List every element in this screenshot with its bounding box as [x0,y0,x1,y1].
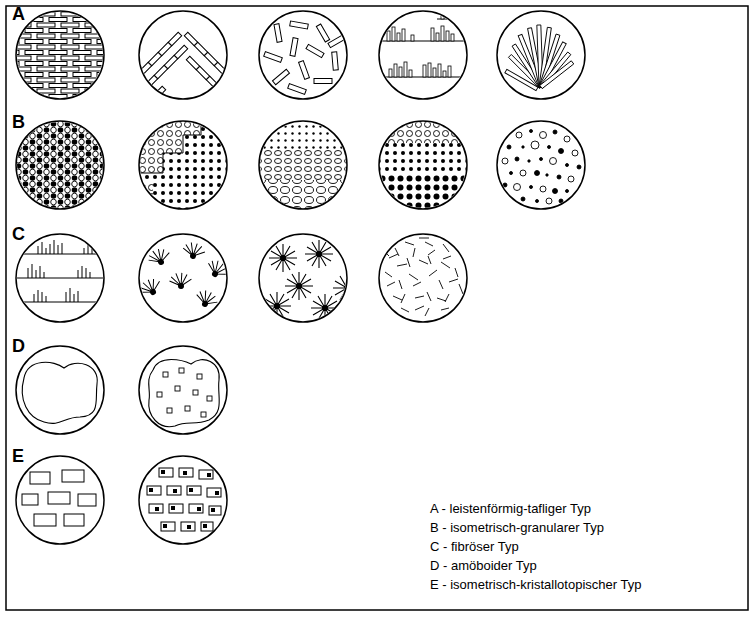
legend-entry: B - isometrisch-granularer Typ [430,519,604,536]
legend-entry: D - amöboider Typ [430,557,537,574]
row-letter: E [12,446,24,466]
legend-entry: A - leistenförmig-tafliger Typ [430,500,591,517]
row-letter: D [12,336,25,356]
row-letter: B [12,112,25,132]
row-letter: A [12,4,25,24]
legend-entry: E - isometrisch-kristallotopischer Typ [430,576,641,593]
legend-entry: C - fibröser Typ [430,538,519,555]
row-letter: C [12,224,25,244]
